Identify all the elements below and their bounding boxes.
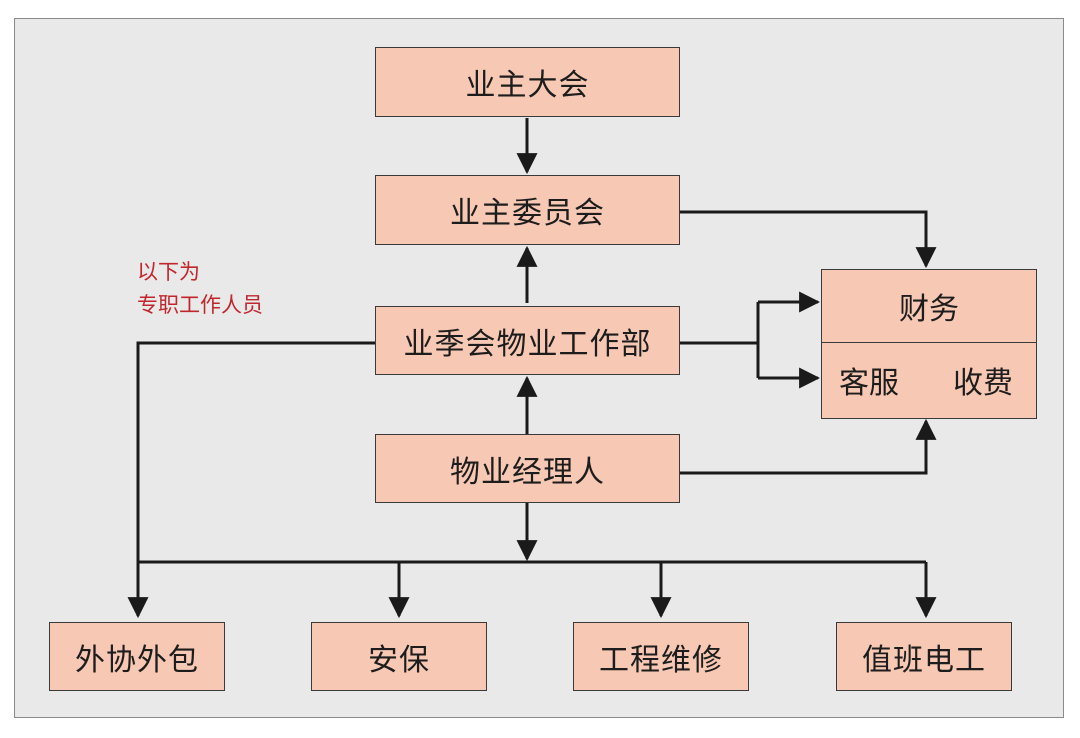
- node-finance: 财务 客服 收费: [821, 269, 1037, 419]
- outsourcing-label: 外协外包: [75, 642, 199, 678]
- arrow-committee-to-finance: [679, 210, 937, 269]
- node-security: 安保: [311, 622, 487, 691]
- finance-title: 财务: [822, 270, 1036, 343]
- node-engineering: 工程维修: [573, 622, 749, 691]
- node-property-manager: 物业经理人: [375, 434, 680, 503]
- owners-assembly-label: 业主大会: [465, 68, 590, 103]
- staff-note: 以下为 专职工作人员: [137, 256, 263, 322]
- node-property-dept: 业季会物业工作部: [375, 306, 680, 375]
- security-label: 安保: [368, 642, 430, 678]
- node-outsourcing: 外协外包: [49, 622, 225, 691]
- fee-collection-label: 收费: [953, 366, 1013, 401]
- electrician-label: 值班电工: [862, 642, 986, 678]
- line-dept-left: [136, 341, 375, 562]
- node-owners-assembly: 业主大会: [375, 47, 680, 117]
- staff-note-line-2: 专职工作人员: [137, 293, 263, 317]
- arrow-manager-to-finance: [679, 418, 937, 475]
- property-manager-label: 物业经理人: [450, 454, 605, 490]
- staff-note-line-1: 以下为: [137, 260, 200, 284]
- property-dept-label: 业季会物业工作部: [403, 326, 652, 362]
- node-owners-committee: 业主委员会: [375, 175, 680, 245]
- node-electrician: 值班电工: [836, 622, 1012, 691]
- engineering-label: 工程维修: [599, 642, 723, 678]
- owners-committee-label: 业主委员会: [450, 196, 605, 231]
- customer-service-label: 客服: [839, 366, 899, 401]
